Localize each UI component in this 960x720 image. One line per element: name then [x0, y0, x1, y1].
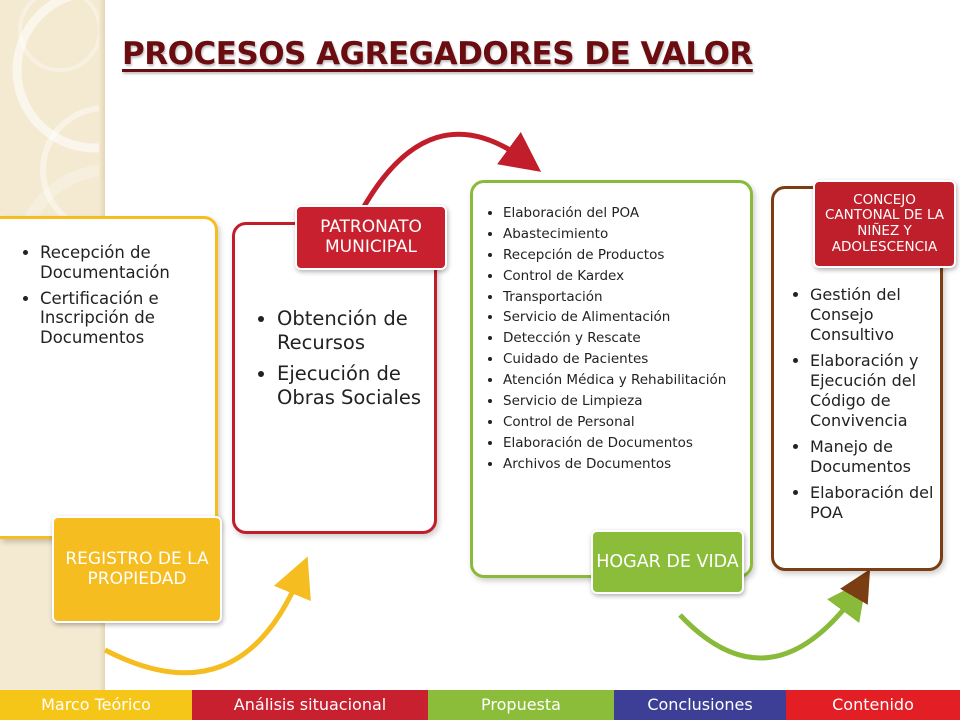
nav-conclusiones[interactable]: Conclusiones [614, 690, 786, 720]
list-item: Detección y Rescate [503, 330, 740, 347]
hogar-list: Elaboración del POA Abastecimiento Recep… [473, 183, 750, 472]
patronato-list: Obtención de Recursos Ejecución de Obras… [235, 225, 434, 411]
list-item: Elaboración de Documentos [503, 435, 740, 452]
nav-contenido[interactable]: Contenido [786, 690, 960, 720]
tag-concejo: CONCEJO CANTONAL DE LA NIÑEZ Y ADOLESCEN… [813, 180, 956, 268]
list-item: Elaboración del POA [503, 205, 740, 222]
tag-registro: REGISTRO DE LA PROPIEDAD [52, 516, 222, 623]
card-patronato: Obtención de Recursos Ejecución de Obras… [232, 222, 437, 534]
list-item: Control de Personal [503, 414, 740, 431]
list-item: Control de Kardex [503, 268, 740, 285]
arrow-patronato-to-hogar [359, 131, 542, 212]
list-item: Abastecimiento [503, 226, 740, 243]
list-item: Gestión del Consejo Consultivo [810, 285, 934, 345]
arrow-registro-to-patronato [103, 556, 311, 676]
concejo-list: Gestión del Consejo Consultivo Elaboraci… [774, 189, 940, 523]
bottom-nav: Marco Teórico Análisis situacional Propu… [0, 690, 960, 720]
list-item: Servicio de Limpieza [503, 393, 740, 410]
arrow-concejo-tail [840, 569, 871, 605]
tag-patronato: PATRONATO MUNICIPAL [295, 205, 447, 270]
list-item: Transportación [503, 289, 740, 306]
list-item: Ejecución de Obras Sociales [277, 362, 426, 411]
list-item: Elaboración del POA [810, 483, 934, 523]
card-registro: Recepción de Documentación Certificación… [0, 216, 218, 539]
list-item: Obtención de Recursos [277, 307, 426, 356]
nav-analisis-situacional[interactable]: Análisis situacional [192, 690, 428, 720]
list-item: Recepción de Productos [503, 247, 740, 264]
nav-marco-teorico[interactable]: Marco Teórico [0, 690, 192, 720]
registro-list: Recepción de Documentación Certificación… [0, 219, 215, 348]
list-item: Atención Médica y Rehabilitación [503, 372, 740, 389]
list-item: Recepción de Documentación [40, 243, 195, 283]
list-item: Elaboración y Ejecución del Código de Co… [810, 351, 934, 431]
flow-arrows [103, 131, 871, 676]
list-item: Servicio de Alimentación [503, 309, 740, 326]
tag-hogar: HOGAR DE VIDA [591, 530, 744, 594]
list-item: Certificación e Inscripción de Documento… [40, 289, 195, 348]
list-item: Manejo de Documentos [810, 437, 934, 477]
list-item: Archivos de Documentos [503, 456, 740, 473]
list-item: Cuidado de Pacientes [503, 351, 740, 368]
page-title: PROCESOS AGREGADORES DE VALOR [122, 36, 753, 72]
card-hogar: Elaboración del POA Abastecimiento Recep… [470, 180, 753, 578]
arrow-hogar-to-concejo [678, 578, 867, 661]
nav-propuesta[interactable]: Propuesta [428, 690, 614, 720]
